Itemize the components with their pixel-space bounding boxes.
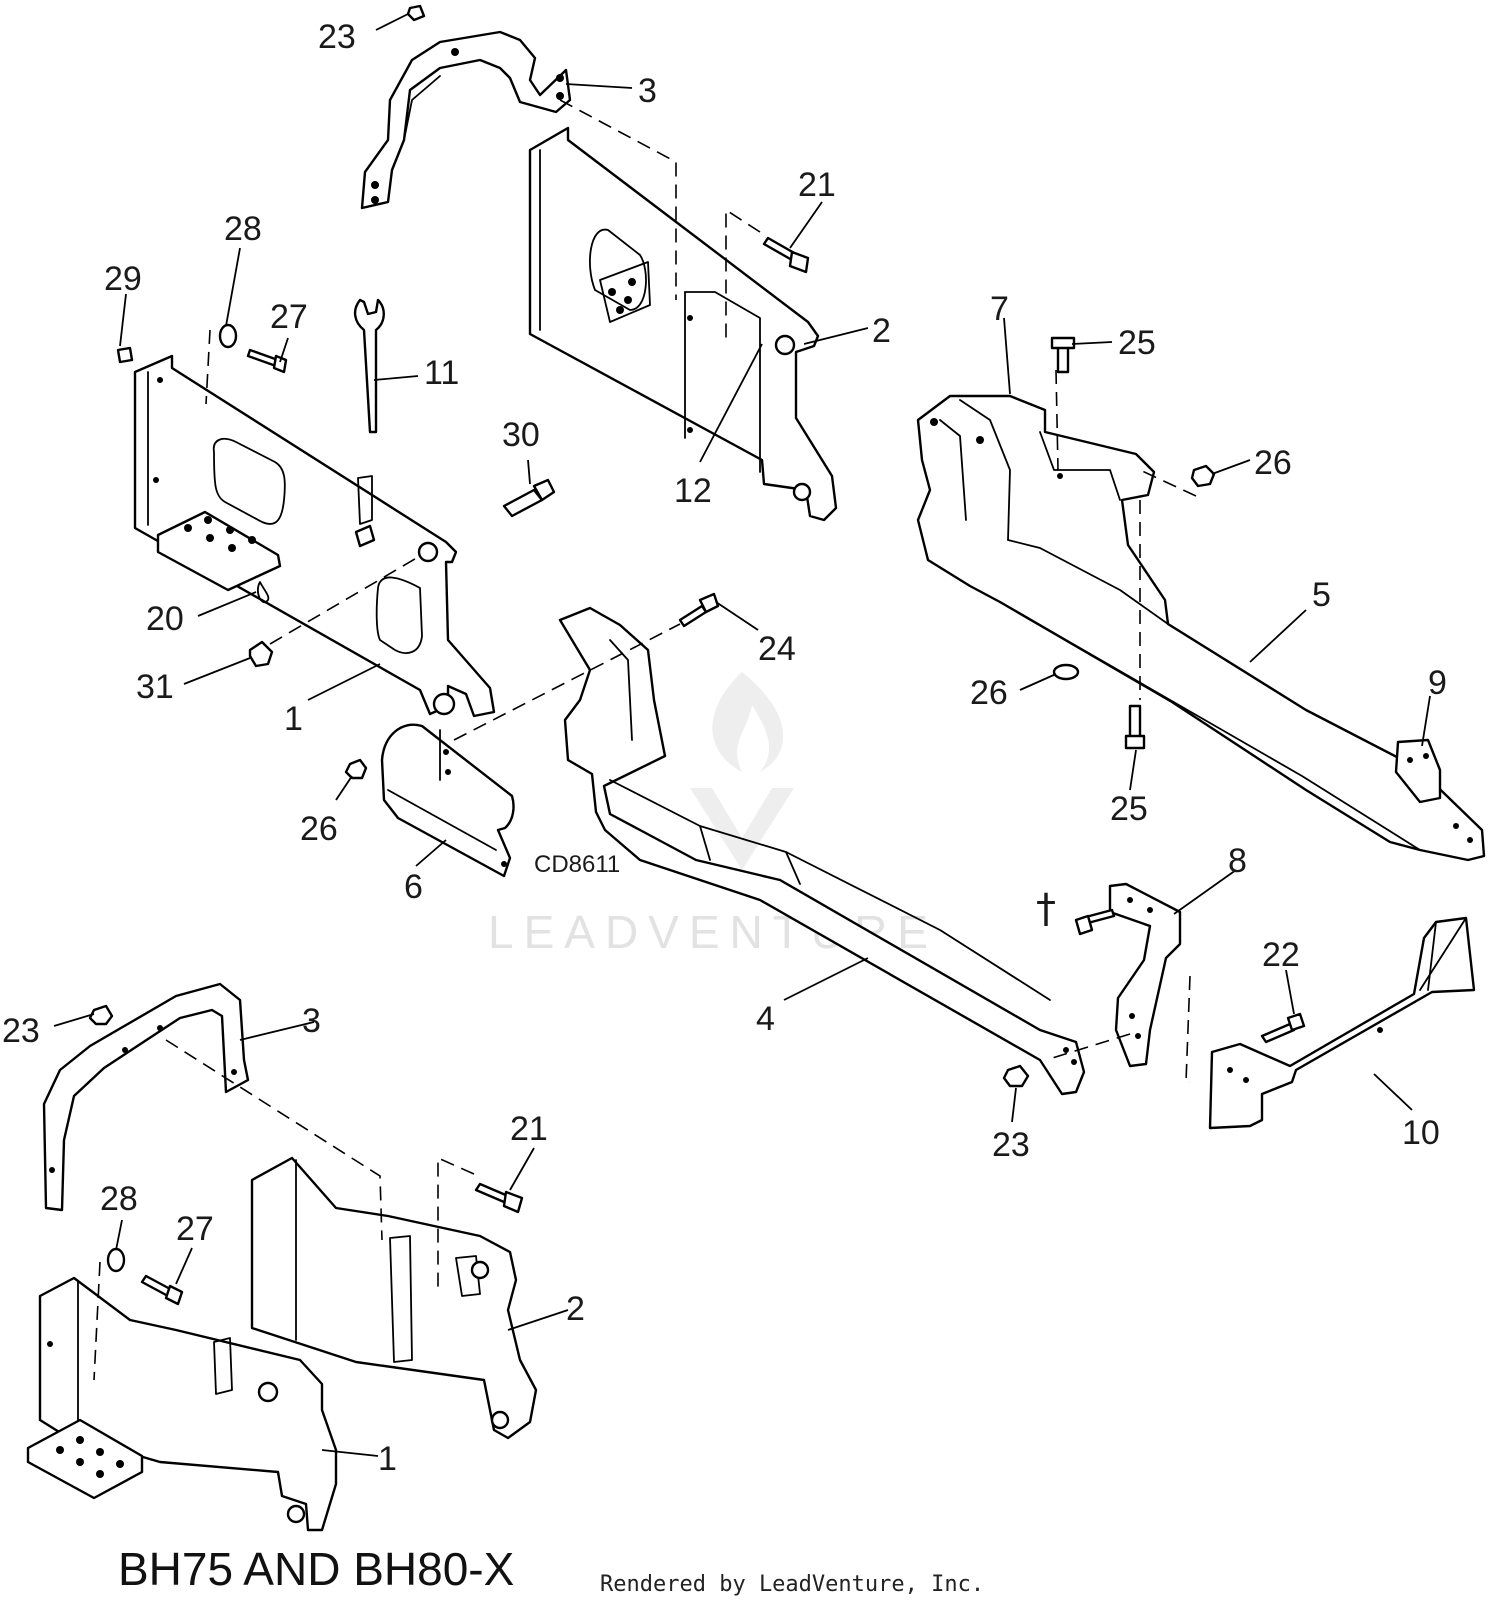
part-31-nut [248,640,274,668]
callout-27: 27 [270,298,308,336]
part-2-plate-bottom [250,1156,538,1440]
dagger-bolt [1074,908,1116,936]
part-3-bracket-bottom [42,982,250,1212]
part-30-pin [502,478,556,518]
callout-20: 20 [146,600,184,638]
part-25-bolt-top [1050,336,1076,374]
callout-9: 9 [1428,664,1447,702]
part-22-bolt [1260,1012,1306,1044]
callout-1: 1 [378,1440,397,1478]
callout-21: 21 [798,166,836,204]
part-26-nut-left [344,758,368,780]
callout-2: 2 [566,1290,585,1328]
alignment-lines [93,99,1197,1381]
callout-29: 29 [104,260,142,298]
leader-lines [53,13,1431,1457]
callout-8: 8 [1228,842,1247,880]
part-24-bolt [678,592,720,628]
part-29-nut-top [116,346,134,364]
callout-11: 11 [424,354,459,392]
part-4-frame [558,606,1086,1096]
watermark-logo: LEADVENTURE [488,672,928,958]
part-28-washer-bottom [106,1247,126,1273]
part-23-nut-top [406,4,426,22]
callout-4: 4 [756,1000,775,1038]
part-23-nut-bottom [88,1004,114,1026]
part-21-bolt-bottom [474,1182,524,1214]
diagram-code: CD8611 [534,851,620,878]
callout-3: 3 [302,1002,321,1040]
callout-30: 30 [502,416,540,454]
part-27-bolt-top [246,348,288,374]
callout-3: 3 [638,72,657,110]
part-1-plate-top [133,354,496,718]
callout-27: 27 [176,1210,214,1248]
part-27-bolt-bottom [140,1274,184,1306]
part-23-nut-mid [1002,1064,1030,1088]
callout-5: 5 [1312,576,1331,614]
callout-28: 28 [100,1180,138,1218]
part-26-nut-right [1190,464,1216,488]
part-10-bracket [1208,916,1476,1130]
callout-10: 10 [1402,1114,1440,1152]
callout-23: 23 [2,1012,40,1050]
callout-23: 23 [992,1126,1030,1164]
callout-6: 6 [404,868,423,906]
part-1-plate-bottom [26,1276,338,1532]
callout-7: 7 [990,290,1009,328]
part-25-bolt-bottom [1124,704,1146,750]
callout-26: 26 [1254,444,1292,482]
callout-22: 22 [1262,936,1300,974]
callout-28: 28 [224,210,262,248]
callout-31: 31 [136,668,174,706]
part-9-plate [1394,738,1473,843]
callout-1: 1 [284,700,303,738]
part-5-frame [916,394,1486,862]
callout-23: 23 [318,18,356,56]
callout-labels: 23 3 21 2 12 28 27 29 11 30 20 31 1 24 2… [2,18,1447,1478]
callout-12: 12 [674,472,712,510]
callout-25: 25 [1118,324,1156,362]
callout-21: 21 [510,1110,548,1148]
part-20-clip [256,581,270,603]
part-8-bracket [1108,882,1182,1068]
part-11-wrench [353,298,385,434]
part-28-washer-top [218,323,238,349]
dagger-mark: † [1036,886,1056,932]
callout-26: 26 [300,810,338,848]
part-6-bracket [380,723,515,878]
render-credit: Rendered by LeadVenture, Inc. [600,1572,985,1597]
callout-2: 2 [872,312,891,350]
part-26-washer-mid [1052,663,1080,681]
part-2-plate-top [528,126,838,522]
callout-26: 26 [970,674,1008,712]
callout-24: 24 [758,630,796,668]
part-21-bolt-top [762,236,810,274]
model-caption: BH75 AND BH80-X [118,1543,515,1595]
callout-25: 25 [1110,790,1148,828]
